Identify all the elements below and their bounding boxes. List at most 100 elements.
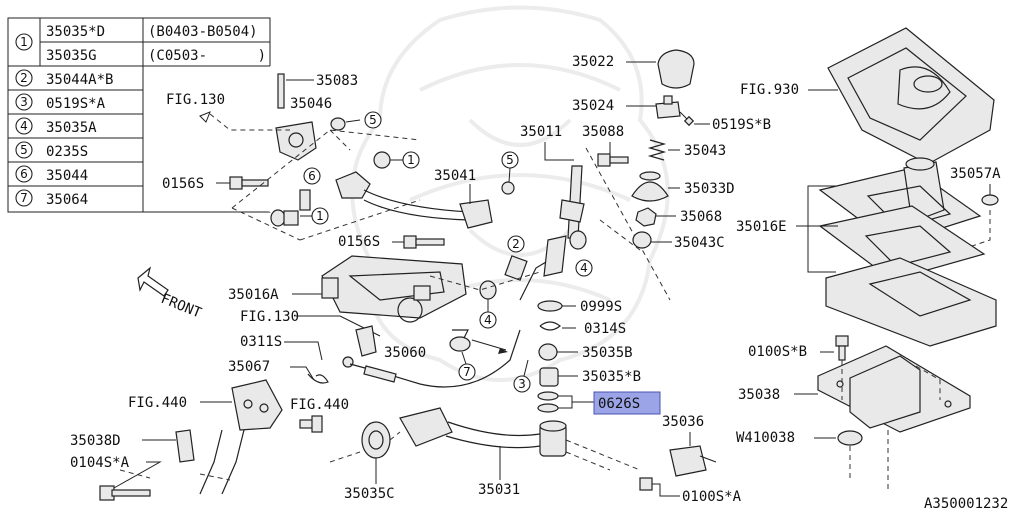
part-35038d-clip bbox=[175, 429, 195, 463]
label-35038: 35038 bbox=[738, 387, 780, 403]
legend-row-4: 4 35035A bbox=[15, 117, 97, 136]
legend-row-5: 5 0235S bbox=[15, 141, 88, 160]
label-35046: 35046 bbox=[290, 96, 332, 112]
legend-part: 35044A*B bbox=[46, 72, 113, 88]
highlight-box[interactable] bbox=[593, 391, 661, 415]
part-0314s-clip bbox=[539, 321, 576, 331]
label-0100sa: 0100S*A bbox=[682, 489, 742, 505]
label-35022: 35022 bbox=[572, 54, 614, 70]
label-35035c: 35035C bbox=[344, 486, 395, 502]
part-0999s-seal bbox=[537, 300, 576, 312]
part-0104sa-bolt bbox=[99, 485, 151, 501]
callout-1: 1 bbox=[316, 209, 324, 223]
legend-num: 2 bbox=[20, 71, 28, 85]
part-35036-mount bbox=[669, 445, 717, 477]
legend-num: 4 bbox=[20, 119, 28, 133]
part-35024-adapter bbox=[655, 95, 681, 119]
label-35068: 35068 bbox=[680, 209, 722, 225]
part-35016a-plate bbox=[321, 255, 467, 323]
label-35041: 35041 bbox=[434, 168, 476, 184]
part-35035c-bushing bbox=[361, 421, 391, 459]
callout-6: 6 bbox=[308, 169, 316, 183]
part-35057a-plug bbox=[981, 194, 999, 206]
part-0626s-rings bbox=[537, 391, 594, 413]
label-0626s[interactable]: 0626S bbox=[598, 396, 640, 412]
drawing-id: A350001232 bbox=[924, 496, 1008, 512]
callout-5: 5 bbox=[369, 113, 377, 127]
label-fig440-left: FIG.440 bbox=[128, 395, 187, 411]
part-35043-spring bbox=[647, 139, 680, 161]
part-fig930-console bbox=[827, 27, 995, 165]
label-0314s: 0314S bbox=[584, 321, 626, 337]
legend-num: 7 bbox=[20, 191, 28, 205]
part-0156s-bolt-left bbox=[216, 176, 269, 190]
callout-5: 5 bbox=[506, 153, 514, 167]
legend-range: (B0403-B0504) bbox=[148, 24, 258, 40]
part-bushing-4b bbox=[479, 280, 497, 300]
label-35016e: 35016E bbox=[736, 219, 787, 235]
part-35083-pin bbox=[277, 73, 314, 109]
part-0156s-bolt-mid bbox=[392, 235, 445, 249]
label-0104sa: 0104S*A bbox=[70, 455, 130, 471]
front-arrow bbox=[137, 266, 169, 297]
part-35033d-boot bbox=[631, 171, 680, 202]
part-35035b-ball bbox=[538, 343, 578, 361]
part-35011-lever bbox=[519, 165, 585, 301]
label-0311s: 0311S bbox=[240, 334, 282, 350]
callout-circle bbox=[15, 33, 33, 51]
part-35031-arm bbox=[399, 407, 567, 457]
legend-num: 5 bbox=[20, 143, 28, 157]
part-bushing-6 bbox=[299, 189, 311, 211]
label-0156s-mid: 0156S bbox=[338, 234, 380, 250]
part-washer-5a bbox=[330, 117, 361, 131]
part-35068-nut bbox=[635, 207, 676, 227]
part-0100sb-bolt bbox=[835, 335, 849, 361]
label-fig130-mid: FIG.130 bbox=[240, 309, 299, 325]
legend-num: 3 bbox=[20, 95, 28, 109]
legend-part: 35044 bbox=[46, 168, 88, 184]
part-bushing-1b bbox=[373, 151, 404, 169]
label-35060: 35060 bbox=[384, 345, 426, 361]
label-fig930: FIG.930 bbox=[740, 82, 799, 98]
front-label: FRONT bbox=[159, 291, 205, 322]
legend-row-3: 3 0519S*A bbox=[15, 93, 106, 112]
part-35043c-collar bbox=[632, 231, 672, 249]
legend-num: 1 bbox=[20, 35, 28, 49]
callout-3: 3 bbox=[518, 377, 526, 391]
callout-2: 2 bbox=[512, 237, 520, 251]
label-35043c: 35043C bbox=[674, 235, 725, 251]
label-0100sb-right: 0100S*B bbox=[748, 344, 807, 360]
part-bracket-fig440 bbox=[199, 379, 283, 495]
label-35038d: 35038D bbox=[70, 433, 121, 449]
label-35035b: 35035B bbox=[582, 345, 633, 361]
legend-part: 35035*D bbox=[46, 24, 105, 40]
part-bushing-4a bbox=[569, 230, 587, 250]
callout-4: 4 bbox=[580, 261, 588, 275]
legend-num: 6 bbox=[20, 167, 28, 181]
label-0156s-left: 0156S bbox=[162, 176, 204, 192]
part-35022-knob bbox=[657, 49, 695, 89]
label-35036: 35036 bbox=[662, 414, 704, 430]
label-0999s: 0999S bbox=[580, 299, 622, 315]
label-35067: 35067 bbox=[228, 359, 270, 375]
part-w410038-plug bbox=[837, 430, 863, 446]
part-35041-rod bbox=[335, 171, 493, 229]
callout-1: 1 bbox=[407, 153, 415, 167]
label-35024: 35024 bbox=[572, 98, 614, 114]
legend-range: (C0503- ) bbox=[148, 48, 266, 64]
label-35043: 35043 bbox=[684, 143, 726, 159]
part-35064-cap bbox=[449, 329, 508, 354]
part-bolt-fig440 bbox=[299, 415, 323, 433]
label-35035sb: 35035*B bbox=[582, 369, 641, 385]
legend-table bbox=[7, 17, 271, 213]
label-35031: 35031 bbox=[478, 482, 520, 498]
callout-7: 7 bbox=[463, 365, 471, 379]
part-35046-bracket bbox=[275, 121, 317, 161]
label-35088: 35088 bbox=[582, 124, 624, 140]
part-35016e-base bbox=[825, 257, 997, 347]
legend-part: 0519S*A bbox=[46, 96, 106, 112]
label-0519sb: 0519S*B bbox=[712, 117, 771, 133]
part-35044-spacer bbox=[504, 255, 528, 281]
legend-row-7: 7 35064 bbox=[15, 189, 88, 208]
part-0100sa-bolt bbox=[639, 477, 680, 497]
